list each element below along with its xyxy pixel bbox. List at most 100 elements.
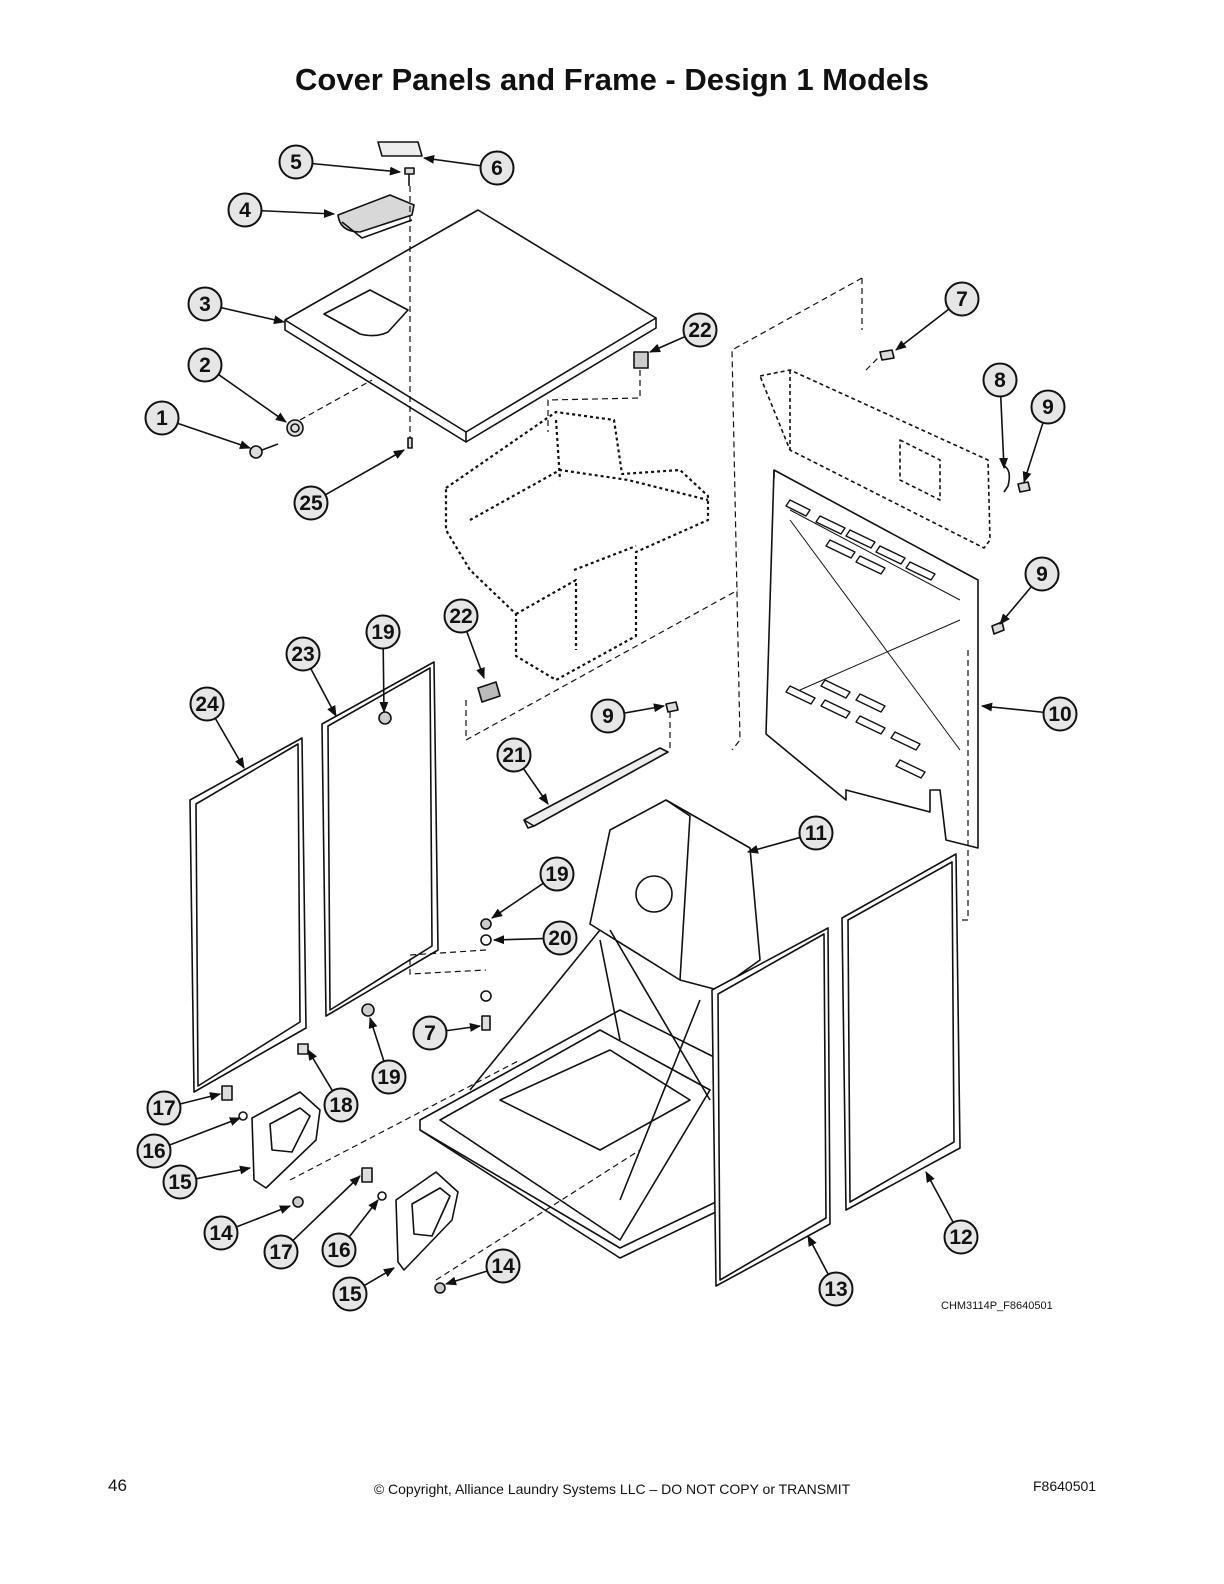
callout-label: 6 xyxy=(491,157,503,180)
callout-arrow xyxy=(221,306,286,325)
callout-arrow xyxy=(236,1205,292,1228)
callout-arrow xyxy=(310,668,337,717)
callout-arrow xyxy=(422,154,481,167)
callout-circle xyxy=(1042,696,1078,732)
callout-circle xyxy=(1024,556,1060,592)
part-screw-9-middle xyxy=(665,701,679,713)
callout-circle xyxy=(203,1215,239,1251)
callout-arrow xyxy=(325,449,405,496)
callout-9: 9 xyxy=(590,698,666,734)
part-bracket xyxy=(523,747,669,829)
callout-arrow xyxy=(444,1270,488,1286)
part-rear-panel xyxy=(765,469,979,849)
callout-arrow xyxy=(261,209,336,219)
callout-circle xyxy=(146,1090,182,1126)
callout-label: 11 xyxy=(805,822,828,845)
callout-arrow xyxy=(648,336,685,353)
callout-label: 15 xyxy=(168,1171,192,1194)
callout-21: 21 xyxy=(496,737,549,805)
callout-label: 8 xyxy=(994,369,1006,392)
callout-23: 23 xyxy=(285,636,337,717)
part-foot-right xyxy=(395,1171,459,1271)
part-switch-upper xyxy=(633,351,649,369)
part-hardware-stack xyxy=(480,918,492,1031)
part-screw-18 xyxy=(297,1043,309,1055)
callout-arrow xyxy=(491,882,544,919)
reference-rear-bracket xyxy=(759,369,991,549)
callout-22: 22 xyxy=(443,598,485,680)
part-clip xyxy=(1003,465,1011,493)
callout-label: 9 xyxy=(1036,563,1048,586)
callout-arrow xyxy=(348,1199,379,1238)
callout-arrow xyxy=(895,308,950,351)
callout-3: 3 xyxy=(187,286,286,325)
callout-arrow xyxy=(999,396,1009,470)
callout-circle xyxy=(278,144,314,180)
page-number: 46 xyxy=(108,1476,127,1495)
callout-label: 17 xyxy=(269,1241,292,1264)
callout-5: 5 xyxy=(278,144,402,180)
part-top-panel xyxy=(284,209,657,443)
part-clip-strip xyxy=(377,141,423,157)
part-screw-top xyxy=(404,167,415,186)
callout-7: 7 xyxy=(412,1015,482,1051)
callout-circle xyxy=(136,1133,172,1169)
callout-arrow xyxy=(746,836,800,854)
callout-label: 14 xyxy=(491,1255,515,1278)
callout-arrow xyxy=(312,162,402,176)
callout-circle xyxy=(682,312,718,348)
callout-2: 2 xyxy=(187,347,287,423)
assembly-guide-lines xyxy=(289,186,969,1281)
callout-circle xyxy=(943,1219,979,1255)
callout-label: 7 xyxy=(424,1022,436,1045)
callout-label: 14 xyxy=(209,1222,233,1245)
part-plug-lower xyxy=(361,1003,375,1017)
callout-18: 18 xyxy=(307,1049,359,1123)
callout-circle xyxy=(227,192,263,228)
callout-arrow xyxy=(180,1092,222,1105)
callout-arrow xyxy=(368,1016,385,1062)
part-side-panel-right xyxy=(841,853,961,1211)
callout-17: 17 xyxy=(146,1090,222,1126)
callout-circle xyxy=(162,1164,198,1200)
callout-label: 19 xyxy=(371,621,394,644)
callout-arrow xyxy=(292,1175,361,1241)
callout-label: 1 xyxy=(156,407,168,430)
document-number: F8640501 xyxy=(1033,1478,1097,1494)
callout-label: 19 xyxy=(545,863,568,886)
callout-1: 1 xyxy=(144,400,252,449)
callout-19: 19 xyxy=(365,614,401,714)
callout-8: 8 xyxy=(982,362,1018,470)
callout-circle xyxy=(263,1234,299,1270)
callout-circle xyxy=(542,920,578,956)
callout-label: 16 xyxy=(327,1239,350,1262)
callout-label: 22 xyxy=(688,319,711,342)
callout-arrow xyxy=(364,1267,395,1287)
callout-circle xyxy=(144,400,180,436)
callout-9: 9 xyxy=(999,556,1060,625)
callout-circle xyxy=(412,1015,448,1051)
callout-label: 2 xyxy=(199,354,211,377)
callout-arrow xyxy=(196,1165,252,1180)
callout-13: 13 xyxy=(807,1235,854,1307)
part-screw-9-right xyxy=(991,621,1005,635)
callout-15: 15 xyxy=(162,1164,252,1200)
callout-25: 25 xyxy=(293,449,405,521)
callout-label: 17 xyxy=(152,1097,175,1120)
callout-circle xyxy=(443,598,479,634)
callout-10: 10 xyxy=(980,696,1078,732)
callout-label: 22 xyxy=(449,605,472,628)
callout-19: 19 xyxy=(368,1016,407,1095)
callout-14: 14 xyxy=(203,1205,292,1251)
callout-circle xyxy=(798,815,834,851)
callout-14: 14 xyxy=(444,1248,521,1286)
callout-circle xyxy=(944,281,980,317)
callout-label: 12 xyxy=(949,1226,972,1249)
callout-arrow xyxy=(807,1235,829,1275)
part-foot-left xyxy=(251,1091,321,1189)
callout-24: 24 xyxy=(189,686,245,769)
callout-label: 5 xyxy=(290,151,302,174)
copyright-notice: © Copyright, Alliance Laundry Systems LL… xyxy=(373,1481,851,1497)
